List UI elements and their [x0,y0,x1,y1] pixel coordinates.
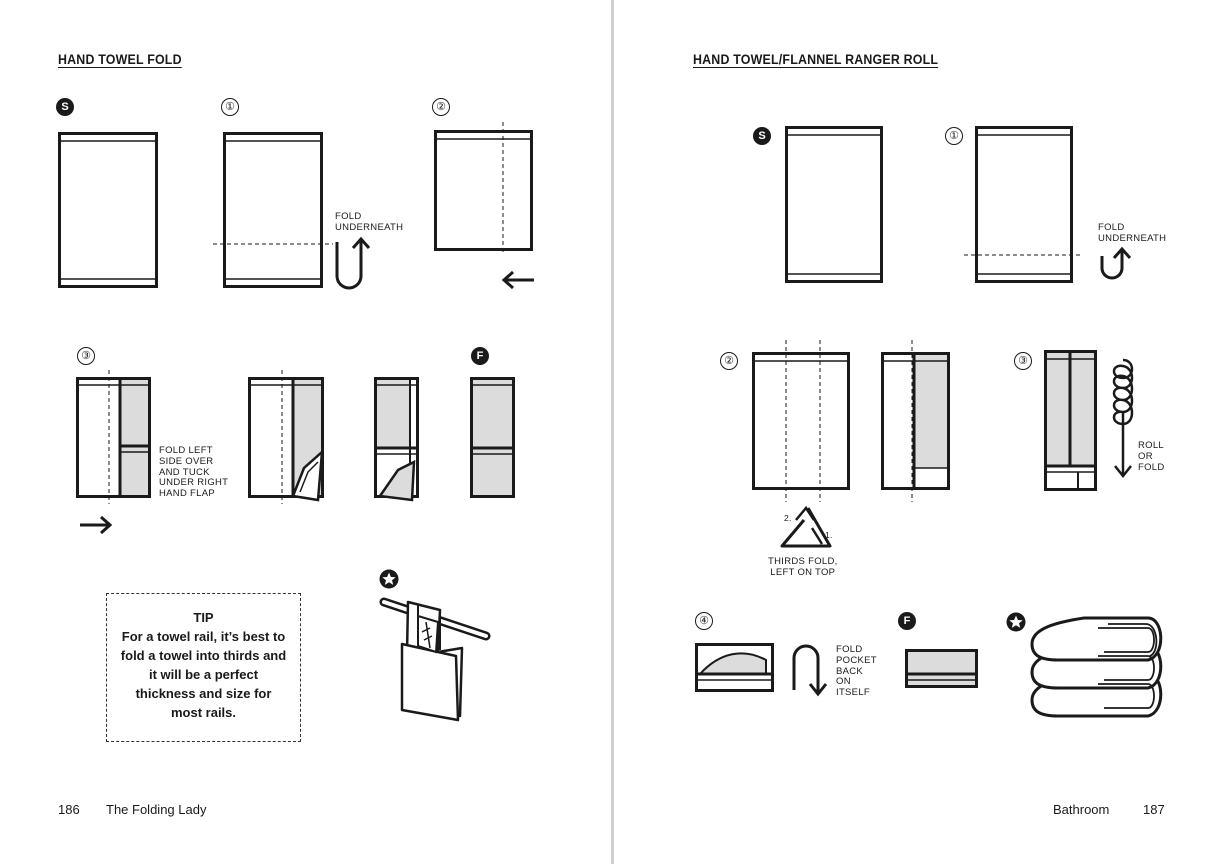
step-finish-badge: F [898,612,916,630]
tip-box: TIP For a towel rail, it’s best to fold … [106,593,301,742]
towel-step2-icon [752,340,850,502]
step-start-badge: S [56,98,74,116]
fold-arrow-icon [335,236,371,290]
right-page-title: HAND TOWEL/FLANNEL RANGER ROLL [693,52,939,67]
towel-outline-icon [785,126,883,283]
fold-underneath-note: FOLD UNDERNEATH [1098,222,1167,244]
left-page-number: 186 [58,802,80,817]
step-2-badge: ② [720,352,738,370]
folded-towel-stack-icon [1030,616,1163,718]
towel-outline-icon [58,132,158,288]
star-badge-icon [379,569,399,589]
label-2: 2. [784,513,792,523]
left-arrow-icon [501,270,534,290]
towel-step1-icon [964,126,1080,283]
star-badge-icon [1006,612,1026,632]
towel-step2-icon [434,122,533,254]
tip-body: For a towel rail, it’s best to fold a to… [120,629,287,720]
left-page-title: HAND TOWEL FOLD [58,52,182,67]
towel-step3-icon [1044,350,1097,491]
towel-step3c-icon [374,377,419,502]
right-section-title: Bathroom [1053,802,1110,817]
right-page: HAND TOWEL/FLANNEL RANGER ROLL S ① FOLD … [614,0,1227,864]
thirds-fold-triangle-icon [780,505,832,548]
step-3-badge: ③ [77,347,95,365]
left-book-title: The Folding Lady [106,802,207,817]
fold-arrow-down-icon [792,644,828,697]
towel-step3b-icon [248,370,324,504]
towel-step4-icon [695,643,774,692]
right-arrow-icon [80,515,113,535]
step-1-badge: ① [221,98,239,116]
towel-finish-icon [905,649,978,688]
tip-title: TIP [193,610,214,625]
fold-left-note: FOLD LEFT SIDE OVER AND TUCK UNDER RIGHT… [159,445,229,500]
step-1-badge: ① [945,127,963,145]
step-2-badge: ② [432,98,450,116]
roll-or-fold-note: ROLL OR FOLD [1138,440,1165,473]
roll-coil-icon [1112,358,1134,479]
fold-pocket-note: FOLD POCKET BACK ON ITSELF [836,644,877,699]
towel-rail-icon [379,597,491,722]
step-finish-badge: F [471,347,489,365]
fold-underneath-note: FOLD UNDERNEATH [335,211,404,233]
left-page: HAND TOWEL FOLD S ① ② FOLD UNDERNEATH ③ … [0,0,612,864]
thirds-fold-note: THIRDS FOLD, LEFT ON TOP [768,556,838,578]
label-1: 1. [825,530,833,540]
step-4-badge: ④ [695,612,713,630]
towel-finish-icon [470,377,515,498]
fold-arrow-icon [1100,246,1132,280]
right-page-number: 187 [1143,802,1165,817]
towel-step1-icon [213,132,333,288]
towel-step3-icon [76,370,151,504]
step-start-badge: S [753,127,771,145]
towel-step2b-icon [881,340,950,502]
page-gutter [611,0,614,864]
step-3-badge: ③ [1014,352,1032,370]
